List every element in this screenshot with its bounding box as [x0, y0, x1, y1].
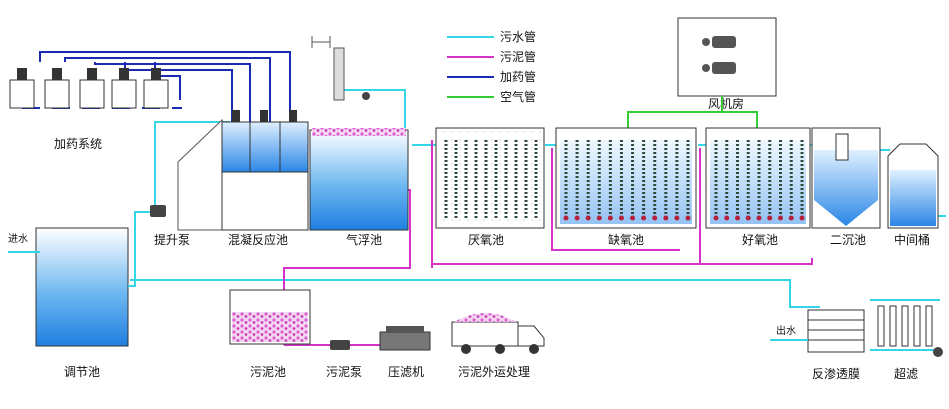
middle-tank: 中间桶 — [887, 143, 939, 247]
dosing-system: 加药系统 — [9, 51, 291, 151]
blower-room: 风机房 — [677, 17, 777, 111]
blower-room-label: 风机房 — [708, 96, 744, 111]
secondary-clarifier: 二沉池 — [811, 127, 881, 247]
anoxic-tank: 缺氧池 — [555, 127, 697, 247]
ro-label: 反渗透膜 — [812, 366, 860, 381]
dosing-mixers — [17, 68, 161, 80]
sludge-pump-icon — [330, 340, 350, 350]
lift-pump: 提升泵 — [150, 205, 190, 247]
filter-press-label: 压滤机 — [388, 365, 424, 379]
sludge-tank: 污泥池 — [229, 289, 311, 379]
legend-label-air: 空气管 — [500, 89, 536, 104]
aerobic-label: 好氧池 — [742, 233, 778, 247]
secondary-label: 二沉池 — [830, 233, 866, 247]
aerobic-media — [713, 140, 805, 221]
anaerobic-tank: 厌氧池 — [435, 127, 545, 247]
ro-unit: 出水 反渗透膜 — [770, 309, 865, 381]
dosing-tanks — [9, 79, 169, 109]
lift-pump-label: 提升泵 — [154, 232, 190, 247]
uf-unit: 超滤 — [870, 299, 943, 381]
legend-label-sewage: 污水管 — [500, 29, 536, 44]
dosing-system-label: 加药系统 — [54, 137, 102, 151]
sludge-tank-label: 污泥池 — [250, 365, 286, 379]
sludge-pump-label: 污泥泵 — [326, 365, 362, 379]
air-float-label: 气浮池 — [346, 232, 382, 247]
uf-label: 超滤 — [894, 366, 918, 381]
anaerobic-media — [444, 140, 538, 220]
anaerobic-label: 厌氧池 — [468, 233, 504, 247]
anoxic-media — [563, 140, 691, 221]
coag-tank-label: 混凝反应池 — [228, 232, 288, 247]
sludge-truck: 污泥外运处理 — [451, 313, 545, 379]
outlet-label: 出水 — [776, 324, 796, 337]
legend-label-dosing: 加药管 — [500, 69, 536, 84]
coagulation-tank: 混凝反应池 — [177, 110, 309, 247]
legend-label-sludge: 污泥管 — [500, 49, 536, 64]
sludge-pump: 污泥泵 — [326, 340, 362, 379]
anoxic-label: 缺氧池 — [608, 232, 644, 247]
legend: 污水管 污泥管 加药管 空气管 — [447, 29, 536, 104]
truck-label: 污泥外运处理 — [458, 365, 530, 379]
equalization-tank: 进水 调节池 — [8, 227, 129, 379]
equalization-label: 调节池 — [64, 365, 100, 379]
inlet-label: 进水 — [8, 233, 28, 245]
aerobic-tank: 好氧池 — [705, 127, 811, 247]
middle-tank-label: 中间桶 — [894, 232, 930, 247]
filter-press: 压滤机 — [379, 326, 431, 379]
air-float-tank: 气浮池 — [309, 36, 409, 247]
lift-pump-icon — [150, 205, 166, 217]
blower-icon — [702, 36, 736, 74]
